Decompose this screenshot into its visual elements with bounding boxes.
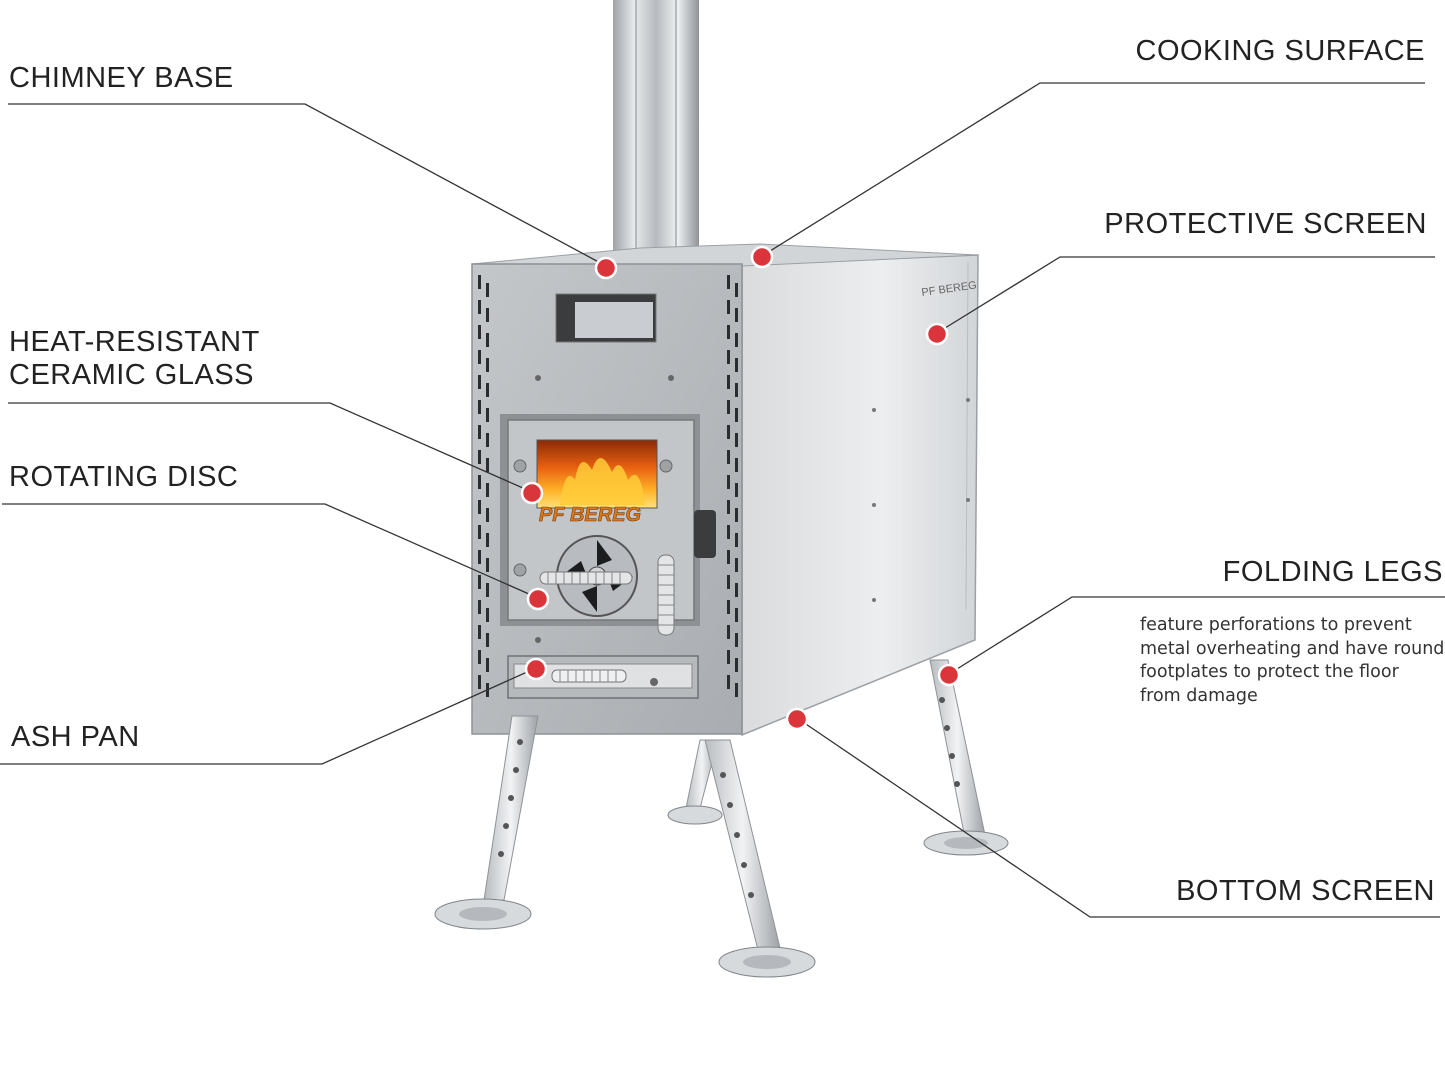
marker-protective-screen <box>925 322 949 346</box>
folding-legs-note-line: from damage <box>1140 685 1258 706</box>
back-legs <box>667 659 1009 856</box>
leader-bottom-screen <box>796 717 1440 918</box>
chimney-outlet <box>535 293 674 381</box>
leader-folding-legs <box>948 596 1445 675</box>
leader-heat-resistant-glass <box>8 402 533 493</box>
firebox-door: PF BEREG <box>500 414 716 636</box>
door-handle <box>539 554 675 636</box>
door-brand-logo: PF BEREG <box>539 504 641 526</box>
leader-ash-pan <box>0 667 537 765</box>
marker-ash-pan <box>524 657 548 681</box>
label-protective-screen: PROTECTIVE SCREEN <box>1104 208 1427 240</box>
label-ash-pan: ASH PAN <box>11 721 140 753</box>
front-legs <box>434 715 816 978</box>
marker-folding-legs <box>937 663 961 687</box>
markers <box>520 245 961 731</box>
marker-cooking-surface <box>750 245 774 269</box>
chimney-pipe <box>613 0 699 272</box>
folding-legs-note-line: feature perforations to prevent <box>1140 615 1412 635</box>
label-folding-legs: FOLDING LEGS <box>1222 556 1443 588</box>
label-heat-resistant-glass-line1: HEAT-RESISTANT <box>9 326 260 358</box>
label-heat-resistant-glass-line2: CERAMIC GLASS <box>9 359 254 391</box>
marker-heat-resistant-glass <box>520 481 544 505</box>
marker-rotating-disc <box>526 587 550 611</box>
leader-lines <box>0 82 1445 918</box>
marker-chimney-base <box>594 256 618 280</box>
label-rotating-disc: ROTATING DISC <box>9 461 239 493</box>
perforation-slots <box>478 275 738 697</box>
label-bottom-screen: BOTTOM SCREEN <box>1176 875 1435 907</box>
label-chimney-base: CHIMNEY BASE <box>9 62 234 94</box>
marker-bottom-screen <box>785 707 809 731</box>
folding-legs-note-line: metal overheating and have round <box>1140 638 1445 659</box>
folding-legs-note-line: footplates to protect the floor <box>1140 662 1399 682</box>
folding-legs-note: feature perforations to prevent metal ov… <box>1140 614 1445 708</box>
leader-rotating-disc <box>2 503 539 599</box>
leader-chimney-base <box>8 103 607 267</box>
leader-cooking-surface <box>761 82 1425 257</box>
leader-protective-screen <box>936 256 1435 334</box>
label-cooking-surface: COOKING SURFACE <box>1135 35 1425 67</box>
